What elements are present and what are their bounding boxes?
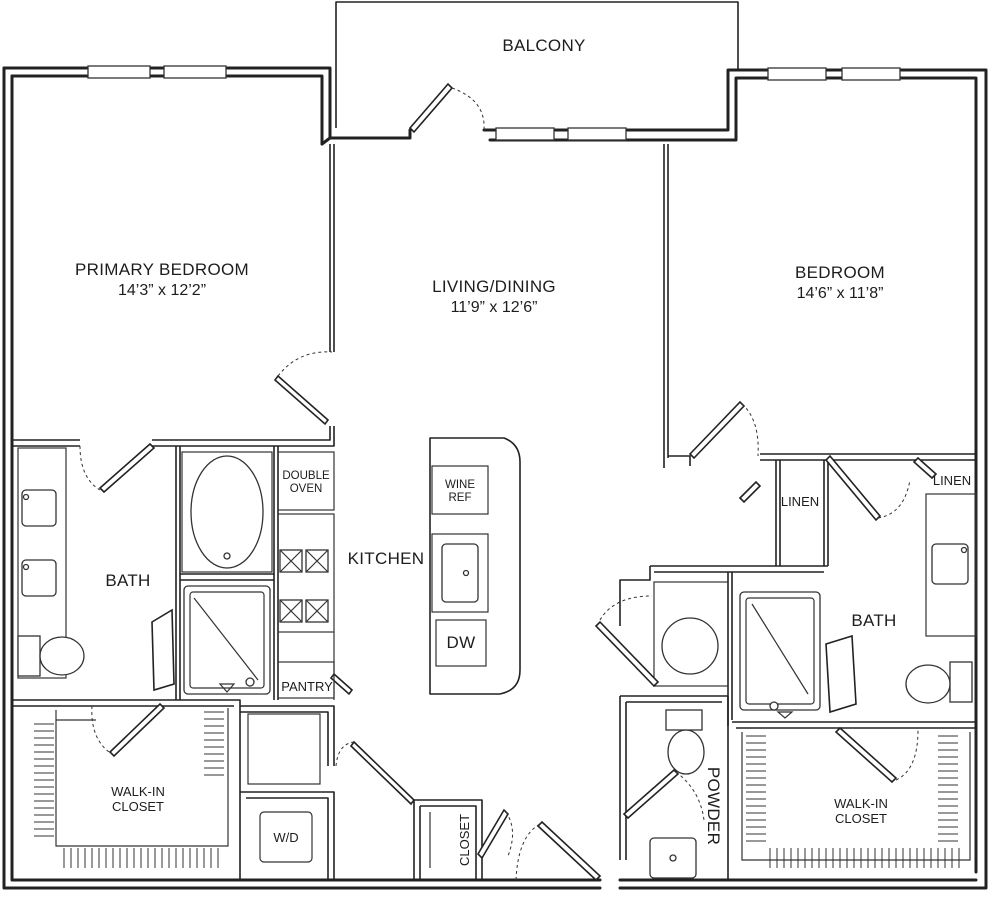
laundry-and-closet bbox=[240, 705, 602, 882]
primary-walk-in-closet bbox=[34, 708, 229, 868]
balcony-door bbox=[408, 82, 485, 134]
windows bbox=[87, 65, 901, 141]
living-dining-dims: 11’9” x 12’6” bbox=[451, 299, 538, 316]
double-oven-label-1: DOUBLE bbox=[282, 470, 330, 482]
linen-bath-label: LINEN bbox=[933, 473, 971, 488]
secondary-bath bbox=[619, 456, 977, 784]
secondary-bath-label: BATH bbox=[851, 611, 896, 630]
double-oven-label-2: OVEN bbox=[290, 483, 323, 495]
primary-closet-label-1: WALK-IN bbox=[111, 784, 165, 799]
powder-label: POWDER bbox=[704, 767, 723, 845]
balcony bbox=[335, 1, 739, 128]
bedroom-walls bbox=[663, 144, 976, 566]
closet-label: CLOSET bbox=[457, 814, 472, 866]
primary-bath bbox=[12, 446, 274, 880]
kitchen-label: KITCHEN bbox=[348, 549, 425, 568]
pantry-label: PANTRY bbox=[281, 679, 333, 694]
bedroom-label: BEDROOM bbox=[795, 263, 885, 282]
primary-bedroom-dims: 14’3” x 12’2” bbox=[118, 282, 206, 299]
bedroom-dims: 14’6” x 11’8” bbox=[797, 285, 884, 302]
balcony-label: BALCONY bbox=[502, 36, 585, 55]
primary-closet-label-2: CLOSET bbox=[112, 799, 164, 814]
wine-ref-label-2: REF bbox=[449, 492, 472, 504]
secondary-walk-in-closet bbox=[741, 732, 971, 868]
living-dining-label: LIVING/DINING bbox=[432, 277, 556, 296]
exterior-walls bbox=[2, 66, 988, 890]
wine-ref-label-1: WINE bbox=[445, 479, 475, 491]
linen-hall-label: LINEN bbox=[781, 494, 819, 509]
room-labels: BALCONY PRIMARY BEDROOM 14’3” x 12’2” LI… bbox=[75, 36, 971, 866]
powder-room bbox=[594, 581, 729, 880]
dishwasher-label: DW bbox=[447, 633, 476, 652]
kitchen bbox=[273, 437, 521, 700]
primary-bedroom-walls bbox=[12, 144, 335, 494]
washer-dryer-label: W/D bbox=[273, 830, 298, 845]
secondary-closet-label-2: CLOSET bbox=[835, 811, 887, 826]
primary-bedroom-label: PRIMARY BEDROOM bbox=[75, 260, 249, 279]
secondary-closet-label-1: WALK-IN bbox=[834, 796, 888, 811]
primary-bath-label: BATH bbox=[105, 571, 150, 590]
